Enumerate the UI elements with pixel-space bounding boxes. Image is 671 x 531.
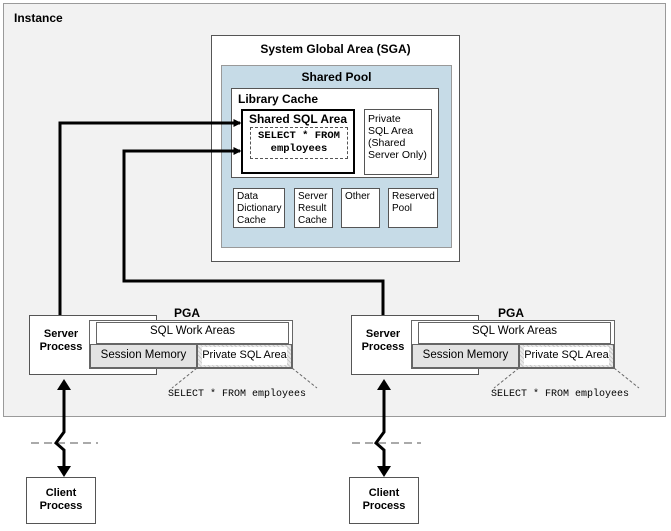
callout-left bbox=[171, 367, 318, 389]
sql-work-areas-left-box bbox=[96, 322, 289, 344]
session-memory-left-box bbox=[90, 344, 197, 368]
reserved-pool-box bbox=[388, 188, 438, 228]
client-process-right-label: Client Process bbox=[349, 487, 419, 513]
select-statement-left: SELECT * FROM employees bbox=[168, 389, 307, 400]
shared-sql-statement-line: employees bbox=[270, 143, 328, 155]
session-memory-left-label: Session Memory bbox=[100, 349, 187, 361]
private-sql-area-shared-server-box bbox=[364, 109, 432, 175]
other-cache-label: Other bbox=[345, 191, 370, 203]
server-result-cache-box bbox=[294, 188, 333, 228]
label-line: (Shared bbox=[368, 137, 406, 149]
select-statement-right: SELECT * FROM employees bbox=[491, 389, 630, 400]
client-process-left-box bbox=[26, 477, 96, 524]
label-line: Process bbox=[362, 500, 406, 512]
reserved-pool-label: Reserved Pool bbox=[392, 191, 435, 215]
callout-right bbox=[493, 367, 640, 389]
client-server-link-right bbox=[373, 386, 386, 468]
client-server-link-left bbox=[53, 386, 66, 468]
sql-work-areas-right-label: SQL Work Areas bbox=[471, 325, 557, 337]
connector-left-server-to-shared-sql bbox=[58, 119, 242, 315]
label-line: Cache bbox=[237, 215, 266, 226]
connector-right-server-to-shared-sql bbox=[122, 147, 385, 315]
label-line: Process bbox=[361, 341, 405, 353]
session-memory-right-box bbox=[412, 344, 519, 368]
other-cache-box bbox=[341, 188, 380, 228]
label-line: Client bbox=[368, 487, 400, 499]
label-line: Server bbox=[365, 328, 401, 340]
private-sql-area-left-inner bbox=[202, 347, 287, 365]
pga-label-left: PGA bbox=[174, 306, 201, 320]
server-process-right-label: Server Process bbox=[353, 328, 413, 354]
label-line: Result bbox=[298, 203, 327, 214]
private-sql-area-right-label: Private SQL Area bbox=[524, 349, 609, 361]
label-line: Reserved bbox=[392, 191, 435, 202]
session-memory-right-label: Session Memory bbox=[422, 349, 509, 361]
label-line: Client bbox=[45, 487, 77, 499]
data-dictionary-cache-box bbox=[233, 188, 285, 228]
label-line: Dictionary bbox=[237, 203, 282, 214]
private-sql-area-shared-server-label: Private SQL Area (Shared Server Only) bbox=[368, 113, 434, 161]
arrowhead-left-bottom bbox=[57, 466, 71, 477]
label-line: Server bbox=[298, 191, 328, 202]
label-line: Cache bbox=[298, 215, 327, 226]
label-line: Other bbox=[345, 191, 371, 202]
label-line: Process bbox=[39, 500, 83, 512]
arrowhead-left-top bbox=[57, 379, 71, 390]
arrowhead-right-bottom bbox=[377, 466, 391, 477]
shared-sql-statement-line: SELECT * FROM bbox=[258, 130, 340, 142]
label-line: SQL Area bbox=[368, 125, 414, 137]
shared-sql-statement-box bbox=[250, 127, 348, 159]
library-cache-title: Library Cache bbox=[238, 92, 319, 106]
sga-label: System Global Area (SGA) bbox=[260, 42, 411, 56]
shared-sql-area-title: Shared SQL Area bbox=[248, 112, 348, 126]
server-process-left-label: Server Process bbox=[31, 328, 91, 354]
label-line: Process bbox=[39, 341, 83, 353]
server-result-cache-label: Server Result Cache bbox=[298, 191, 327, 227]
label-line: Server bbox=[43, 328, 79, 340]
arrowhead-right-top bbox=[377, 379, 391, 390]
label-line: Pool bbox=[392, 203, 413, 214]
shared-pool-title: Shared Pool bbox=[301, 70, 372, 84]
data-dictionary-cache-label: Data Dictionary Cache bbox=[237, 191, 281, 227]
client-process-left-label: Client Process bbox=[26, 487, 96, 513]
pga-label-right: PGA bbox=[498, 306, 525, 320]
label-line: Data bbox=[237, 191, 259, 202]
client-process-right-box bbox=[349, 477, 419, 524]
shared-sql-statement: SELECT * FROM employees bbox=[250, 130, 348, 156]
label-line: Private bbox=[368, 113, 401, 125]
sql-work-areas-left-label: SQL Work Areas bbox=[149, 325, 235, 337]
private-sql-area-right-inner bbox=[524, 347, 609, 365]
private-sql-area-left-label: Private SQL Area bbox=[202, 349, 287, 361]
instance-label: Instance bbox=[14, 11, 63, 25]
label-line: Server Only) bbox=[368, 149, 427, 161]
sql-work-areas-right-box bbox=[418, 322, 611, 344]
